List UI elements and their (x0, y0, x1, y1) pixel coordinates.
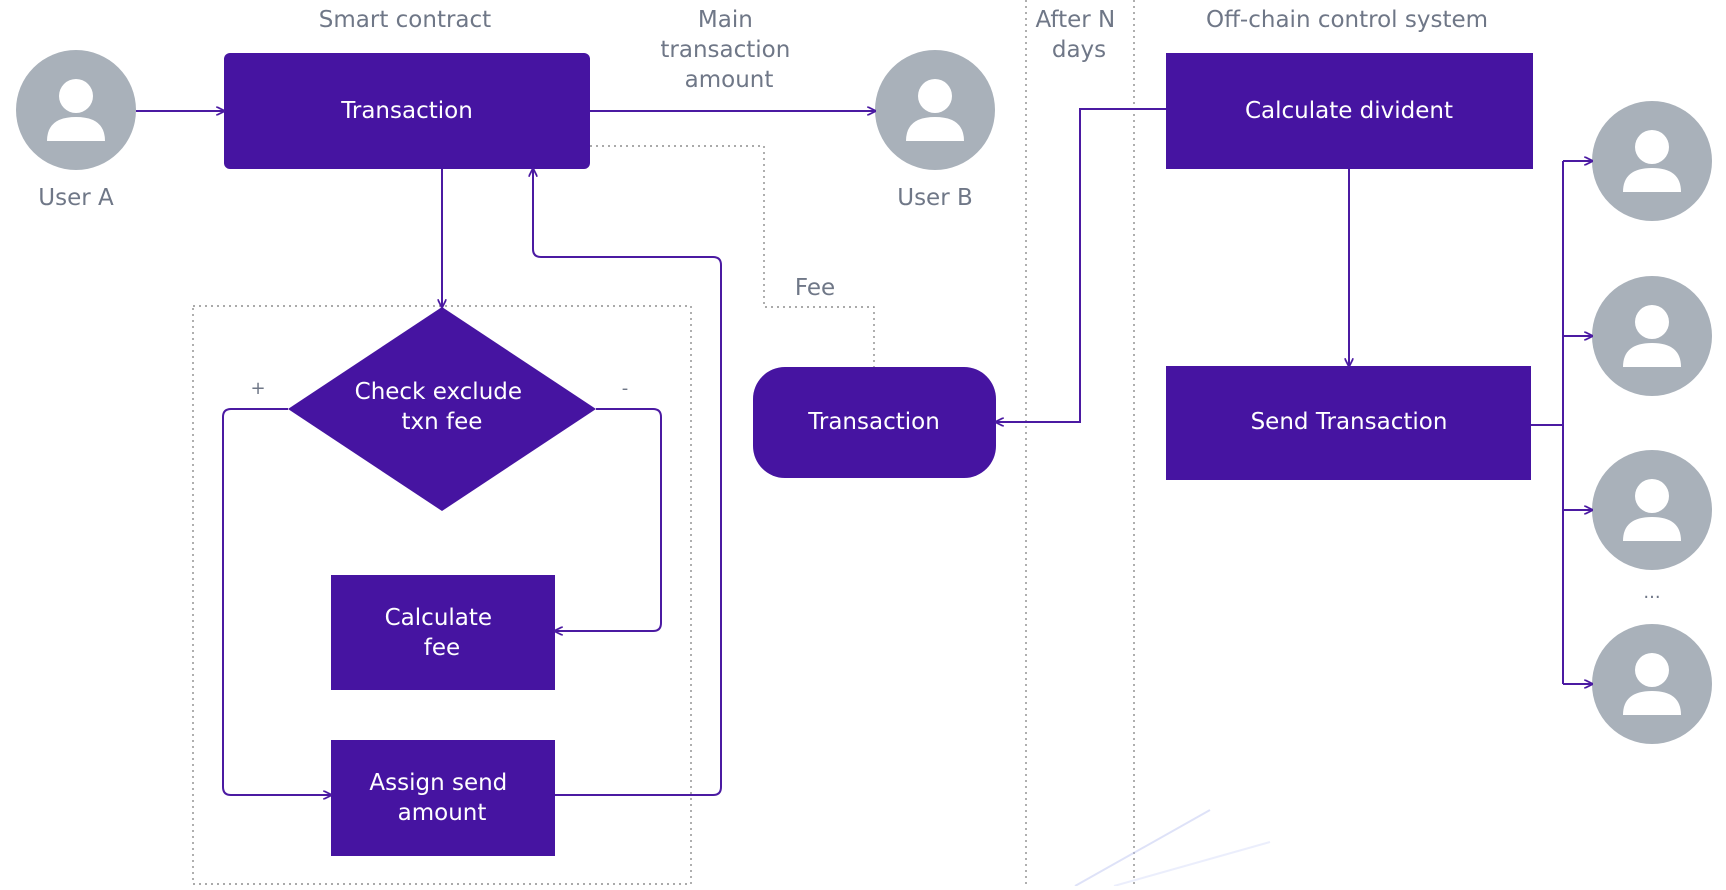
recipient-4-head-icon (1635, 653, 1669, 687)
user-b-head-icon (918, 79, 952, 113)
calculate-fee-line-1: Calculate (385, 605, 492, 631)
section-label-after-n-days: After N days (1035, 7, 1122, 63)
user-b-label: User B (897, 185, 973, 211)
check-exclude-label: Check exclude txn fee (355, 379, 530, 435)
transaction-fee-label: Transaction (807, 409, 940, 435)
transaction-fee-box (753, 367, 996, 478)
user-b-body-icon (906, 117, 964, 141)
fee-dotted-path (590, 145, 875, 367)
recipient-1-body-icon (1623, 168, 1681, 192)
decision-minus-label: - (622, 378, 629, 399)
assign-send-amount-box (331, 740, 555, 856)
user-a-avatar (16, 50, 136, 170)
decision-plus-path (222, 408, 331, 795)
calculate-fee-label: Calculate fee (385, 605, 500, 661)
calculate-fee-box (331, 575, 555, 690)
decorative-slash-1 (1074, 809, 1211, 887)
user-b-avatar (875, 50, 995, 170)
section-title-smart-contract: Smart contract (319, 7, 491, 33)
section-label-main-transaction-amount: Main transaction amount (660, 7, 797, 93)
transaction-main-box (224, 53, 590, 169)
main-transaction-amount-line-2: transaction (660, 37, 790, 63)
decorative-slash-2 (1113, 841, 1271, 887)
user-a-label: User A (38, 185, 114, 211)
assign-send-amount-line-2: amount (398, 800, 487, 826)
recipient-avatar-4 (1592, 624, 1712, 744)
main-transaction-amount-line-1: Main (698, 7, 753, 33)
calculate-divident-box (1166, 53, 1533, 169)
calculate-divident-label: Calculate divident (1245, 98, 1453, 124)
decision-plus-label: + (250, 378, 265, 399)
transaction-main-label: Transaction (340, 98, 473, 124)
recipient-avatar-1 (1592, 101, 1712, 221)
recipient-ellipsis: ... (1643, 582, 1660, 603)
recipient-avatar-2 (1592, 276, 1712, 396)
recipient-avatar-3 (1592, 450, 1712, 570)
recipient-4-body-icon (1623, 691, 1681, 715)
recipient-3-body-icon (1623, 517, 1681, 541)
after-n-days-line-1: After N (1035, 7, 1115, 33)
recipient-3-head-icon (1635, 479, 1669, 513)
check-exclude-line-1: Check exclude (355, 379, 522, 405)
fee-logic-container (192, 305, 692, 885)
arrow-calculate-divident-to-transaction-fee (996, 108, 1166, 422)
calculate-fee-line-2: fee (424, 635, 460, 661)
send-transaction-box (1166, 366, 1531, 480)
after-n-days-line-2: days (1052, 37, 1106, 63)
user-a-head-icon (59, 79, 93, 113)
check-exclude-line-2: txn fee (402, 409, 483, 435)
send-transaction-branch-trunk (1531, 161, 1564, 426)
assign-send-amount-label: Assign send amount (369, 770, 514, 826)
recipient-2-body-icon (1623, 343, 1681, 367)
recipient-2-head-icon (1635, 305, 1669, 339)
decision-minus-path (555, 408, 662, 631)
user-a-body-icon (47, 117, 105, 141)
recipient-1-head-icon (1635, 130, 1669, 164)
check-exclude-diamond (288, 307, 596, 511)
section-title-off-chain-control-system: Off-chain control system (1206, 7, 1488, 33)
send-transaction-label: Send Transaction (1251, 409, 1448, 435)
main-transaction-amount-line-3: amount (685, 67, 774, 93)
fee-label: Fee (795, 275, 835, 301)
assign-to-transaction-return-path (533, 169, 722, 796)
assign-send-amount-line-1: Assign send (369, 770, 507, 796)
